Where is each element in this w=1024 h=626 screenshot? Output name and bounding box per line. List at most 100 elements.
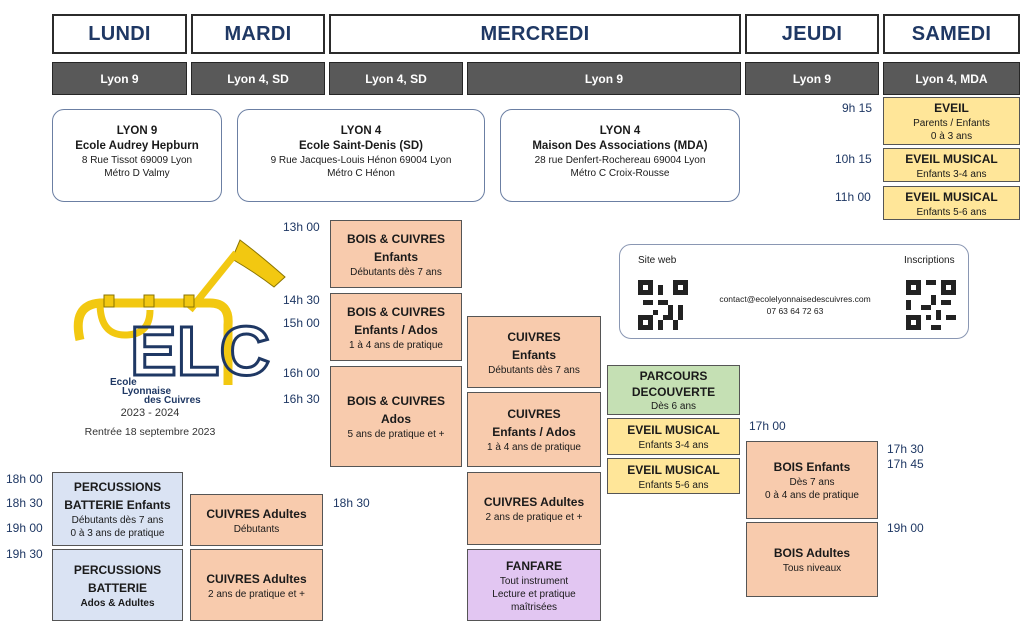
time-label: 19h 00	[887, 521, 924, 535]
qr-code-inscriptions-icon[interactable]	[906, 280, 956, 330]
time-label: 13h 00	[283, 220, 320, 234]
course-title: PERCUSSIONS	[73, 480, 162, 494]
course-bois-adultes: BOIS Adultes Tous niveaux	[746, 522, 878, 597]
logo-line: Ecole	[110, 377, 137, 388]
course-subtitle: Ados & Adultes	[80, 597, 155, 609]
school-logo: ELC Ecole Lyonnaise des Cuivres	[60, 235, 290, 406]
course-title: BOIS & CUIVRES	[346, 394, 445, 408]
venue-address: 9 Rue Jacques-Louis Hénon 69004 Lyon	[270, 155, 452, 166]
rentree-date: Rentrée 18 septembre 2023	[84, 426, 216, 438]
course-title: BATTERIE Enfants	[64, 498, 171, 512]
course-subtitle: Enfants 5-6 ans	[638, 479, 709, 491]
course-subtitle: Enfants 5-6 ans	[916, 206, 987, 218]
inscriptions-label: Inscriptions	[904, 255, 955, 266]
course-title: EVEIL MUSICAL	[905, 189, 998, 204]
course-subtitle: Dès 7 ans	[789, 477, 835, 488]
location-samedi: Lyon 4, MDA	[883, 62, 1020, 95]
qr-code-site-icon[interactable]	[638, 280, 688, 330]
course-subtitle: 1 à 4 ans de pratique	[349, 339, 443, 351]
course-subtitle: Dès 6 ans	[650, 400, 697, 412]
course-title: CUIVRES	[507, 329, 561, 344]
course-title: EVEIL	[934, 101, 969, 115]
venue-city: LYON 9	[116, 125, 158, 137]
course-title: BATTERIE	[87, 580, 148, 595]
course-eveil-musical-3-4: EVEIL MUSICAL Enfants 3-4 ans	[883, 148, 1020, 182]
school-year: 2023 - 2024	[120, 407, 180, 419]
course-bois-enfants: BOIS Enfants Dès 7 ans 0 à 4 ans de prat…	[746, 441, 878, 519]
course-title: CUIVRES Adultes	[483, 495, 585, 509]
venue-address: 8 Rue Tissot 69009 Lyon	[81, 155, 193, 166]
course-title: EVEIL MUSICAL	[905, 151, 998, 166]
course-bois-cuivres-ados: BOIS & CUIVRES Ados 5 ans de pratique et…	[330, 366, 462, 467]
course-eveil-musical-5-6: EVEIL MUSICAL Enfants 5-6 ans	[883, 186, 1020, 220]
course-subtitle: Parents / Enfants	[913, 118, 990, 129]
contact-email[interactable]: contact@ecolelyonnaisedescuivres.com	[719, 294, 871, 304]
location-mardi: Lyon 4, SD	[191, 62, 325, 95]
venue-city: LYON 4	[599, 125, 641, 137]
logo-letters: ELC	[130, 312, 270, 390]
day-header-lundi: LUNDI	[52, 14, 187, 54]
course-title: BOIS Enfants	[773, 460, 851, 474]
venue-metro: Métro C Croix-Rousse	[570, 168, 670, 179]
venue-city: LYON 4	[340, 125, 382, 137]
course-title: CUIVRES Adultes	[206, 506, 307, 521]
day-header-mercredi: MERCREDI	[329, 14, 741, 54]
logo-line: Lyonnaise	[122, 386, 172, 397]
time-label: 17h 45	[887, 457, 924, 471]
day-header-jeudi: JEUDI	[745, 14, 879, 54]
course-title: EVEIL MUSICAL	[627, 423, 720, 437]
time-label: 16h 30	[283, 392, 320, 406]
course-title: CUIVRES	[507, 407, 561, 421]
logo-line: des Cuivres	[144, 395, 201, 406]
time-label: 18h 30	[6, 496, 43, 510]
venue-metro: Métro C Hénon	[327, 168, 395, 179]
course-title: PERCUSSIONS	[73, 562, 162, 577]
course-title: Enfants	[373, 249, 418, 264]
location-mercredi-2: Lyon 9	[467, 62, 741, 95]
time-label: 16h 00	[283, 366, 320, 380]
venue-card-mda: LYON 4 Maison Des Associations (MDA) 28 …	[500, 109, 740, 202]
time-label: 17h 00	[749, 419, 786, 433]
course-parcours-decouverte: PARCOURS DECOUVERTE Dès 6 ans	[607, 365, 740, 415]
course-percussions-adultes: PERCUSSIONS BATTERIE Ados & Adultes	[52, 549, 183, 621]
venue-address: 28 rue Denfert-Rochereau 69004 Lyon	[534, 155, 706, 166]
course-bois-cuivres-enfants: BOIS & CUIVRES Enfants Débutants dès 7 a…	[330, 220, 462, 288]
time-label: 9h 15	[842, 101, 873, 115]
course-subtitle: Enfants 3-4 ans	[638, 440, 709, 451]
time-label: 15h 00	[283, 316, 320, 330]
day-header-samedi: SAMEDI	[883, 14, 1020, 54]
course-title: BOIS & CUIVRES	[346, 231, 445, 246]
time-label: 19h 30	[6, 547, 43, 561]
venue-card-saint-denis: LYON 4 Ecole Saint-Denis (SD) 9 Rue Jacq…	[237, 109, 485, 202]
contact-phone[interactable]: 07 63 64 72 63	[766, 306, 824, 316]
course-title: DECOUVERTE	[631, 384, 716, 399]
time-label: 14h 30	[283, 293, 320, 307]
course-cuivres-adultes-debutants: CUIVRES Adultes Débutants	[190, 494, 323, 546]
time-label: 11h 00	[835, 190, 871, 204]
course-eveil-musical-mer-3-4: EVEIL MUSICAL Enfants 3-4 ans	[607, 418, 740, 455]
course-title: Enfants	[511, 347, 556, 362]
course-subtitle: 5 ans de pratique et +	[347, 429, 445, 440]
course-subtitle: Débutants dès 7 ans	[488, 364, 580, 376]
course-subtitle: Tous niveaux	[782, 563, 842, 574]
course-title: CUIVRES Adultes	[206, 571, 307, 586]
contact-card: Site web Inscriptions contact@ecolelyonn…	[619, 244, 969, 339]
venue-metro: Métro D Valmy	[104, 168, 170, 179]
course-eveil-musical-mer-5-6: EVEIL MUSICAL Enfants 5-6 ans	[607, 458, 740, 494]
location-jeudi: Lyon 9	[745, 62, 879, 95]
course-subtitle: Débutants dès 7 ans	[350, 266, 442, 278]
course-cuivres-adultes-mercredi: CUIVRES Adultes 2 ans de pratique et +	[467, 472, 601, 545]
course-bois-cuivres-enfants-ados: BOIS & CUIVRES Enfants / Ados 1 à 4 ans …	[330, 293, 462, 361]
venue-card-lyon9: LYON 9 Ecole Audrey Hepburn 8 Rue Tissot…	[52, 109, 222, 202]
course-subtitle: 2 ans de pratique et +	[207, 588, 306, 600]
course-subtitle: 0 à 4 ans de pratique	[765, 490, 859, 501]
time-label: 10h 15	[835, 152, 872, 166]
site-web-label: Site web	[638, 255, 677, 266]
course-cuivres-enfants-ados: CUIVRES Enfants / Ados 1 à 4 ans de prat…	[467, 392, 601, 467]
location-lundi: Lyon 9	[52, 62, 187, 95]
contact-info: contact@ecolelyonnaisedescuivres.com 07 …	[700, 293, 890, 317]
time-label: 19h 00	[6, 521, 43, 535]
course-subtitle: Lecture et pratique	[492, 588, 576, 600]
day-header-mardi: MARDI	[191, 14, 325, 54]
course-percussions-enfants: PERCUSSIONS BATTERIE Enfants Débutants d…	[52, 472, 183, 546]
